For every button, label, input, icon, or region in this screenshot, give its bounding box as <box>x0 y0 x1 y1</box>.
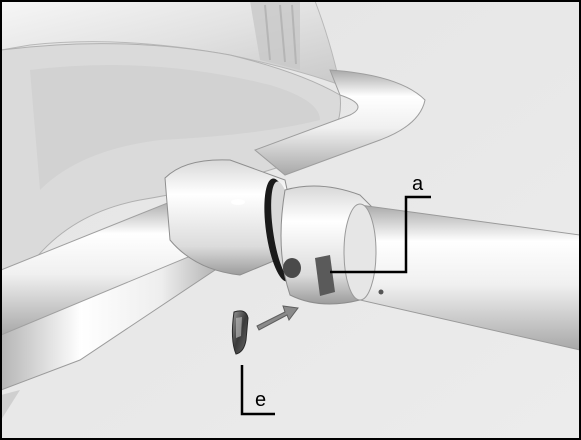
seat-shell <box>0 0 341 302</box>
callout-a-leader <box>330 195 431 274</box>
tube-pin-hole-icon <box>378 289 384 295</box>
clip-part <box>231 310 249 355</box>
frame-tube-upper <box>254 69 426 176</box>
frame-tube-right <box>343 203 581 351</box>
collar-slot-icon <box>315 255 335 296</box>
collar-hole-icon <box>283 258 301 278</box>
insert-arrow-icon <box>256 305 299 331</box>
callout-e-leader <box>240 365 275 416</box>
callout-e-label: e <box>255 389 266 411</box>
callout-a-label: a <box>412 173 424 195</box>
